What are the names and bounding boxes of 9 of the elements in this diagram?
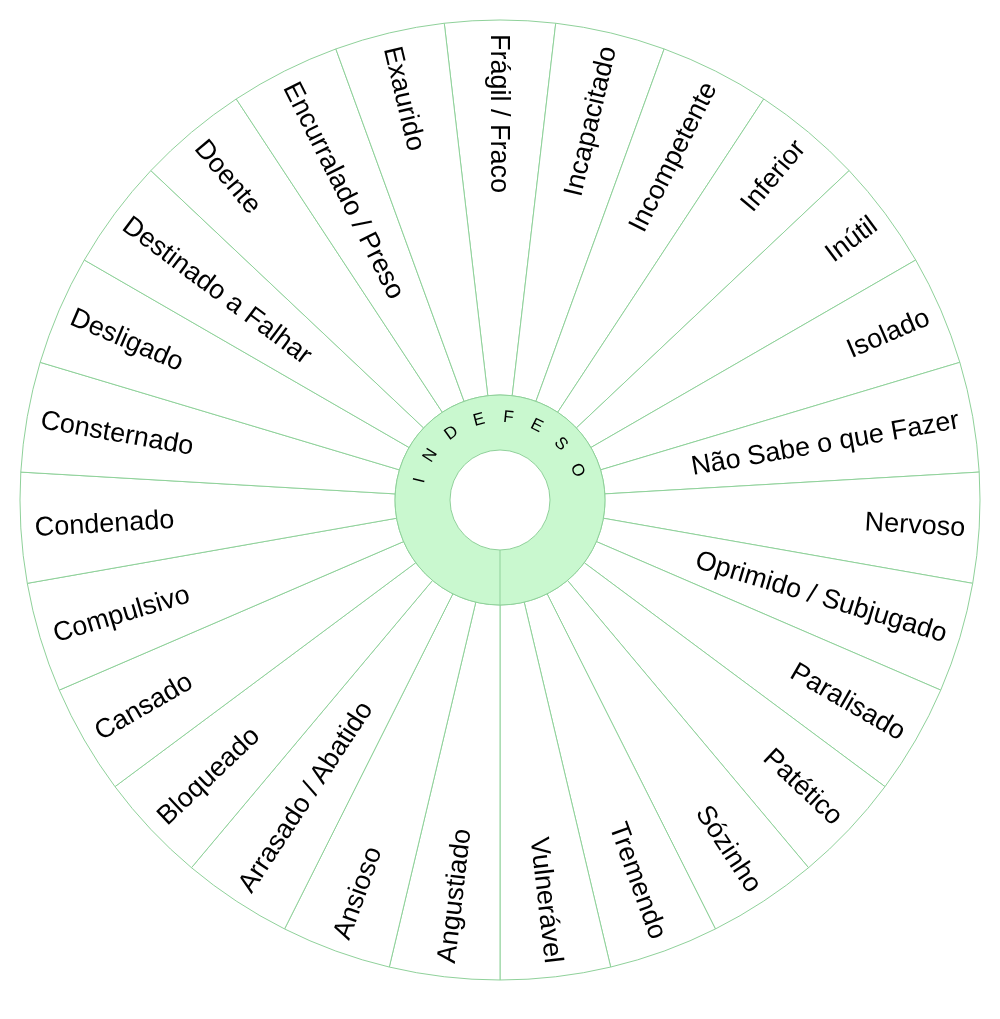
segment-label: Exaurido <box>377 43 432 154</box>
segment-label: Frágil / Fraco <box>485 34 515 194</box>
segment-label: Angustiado <box>431 826 477 965</box>
segment-label: Vulnerável <box>524 835 569 965</box>
segment-label: Não Sabe o que Fazer <box>688 404 962 482</box>
segment-label: Nervoso <box>863 506 967 543</box>
segment-label: Consternado <box>38 404 196 461</box>
segment-label: Condenado <box>33 504 176 543</box>
segment-label: Isolado <box>842 301 934 364</box>
